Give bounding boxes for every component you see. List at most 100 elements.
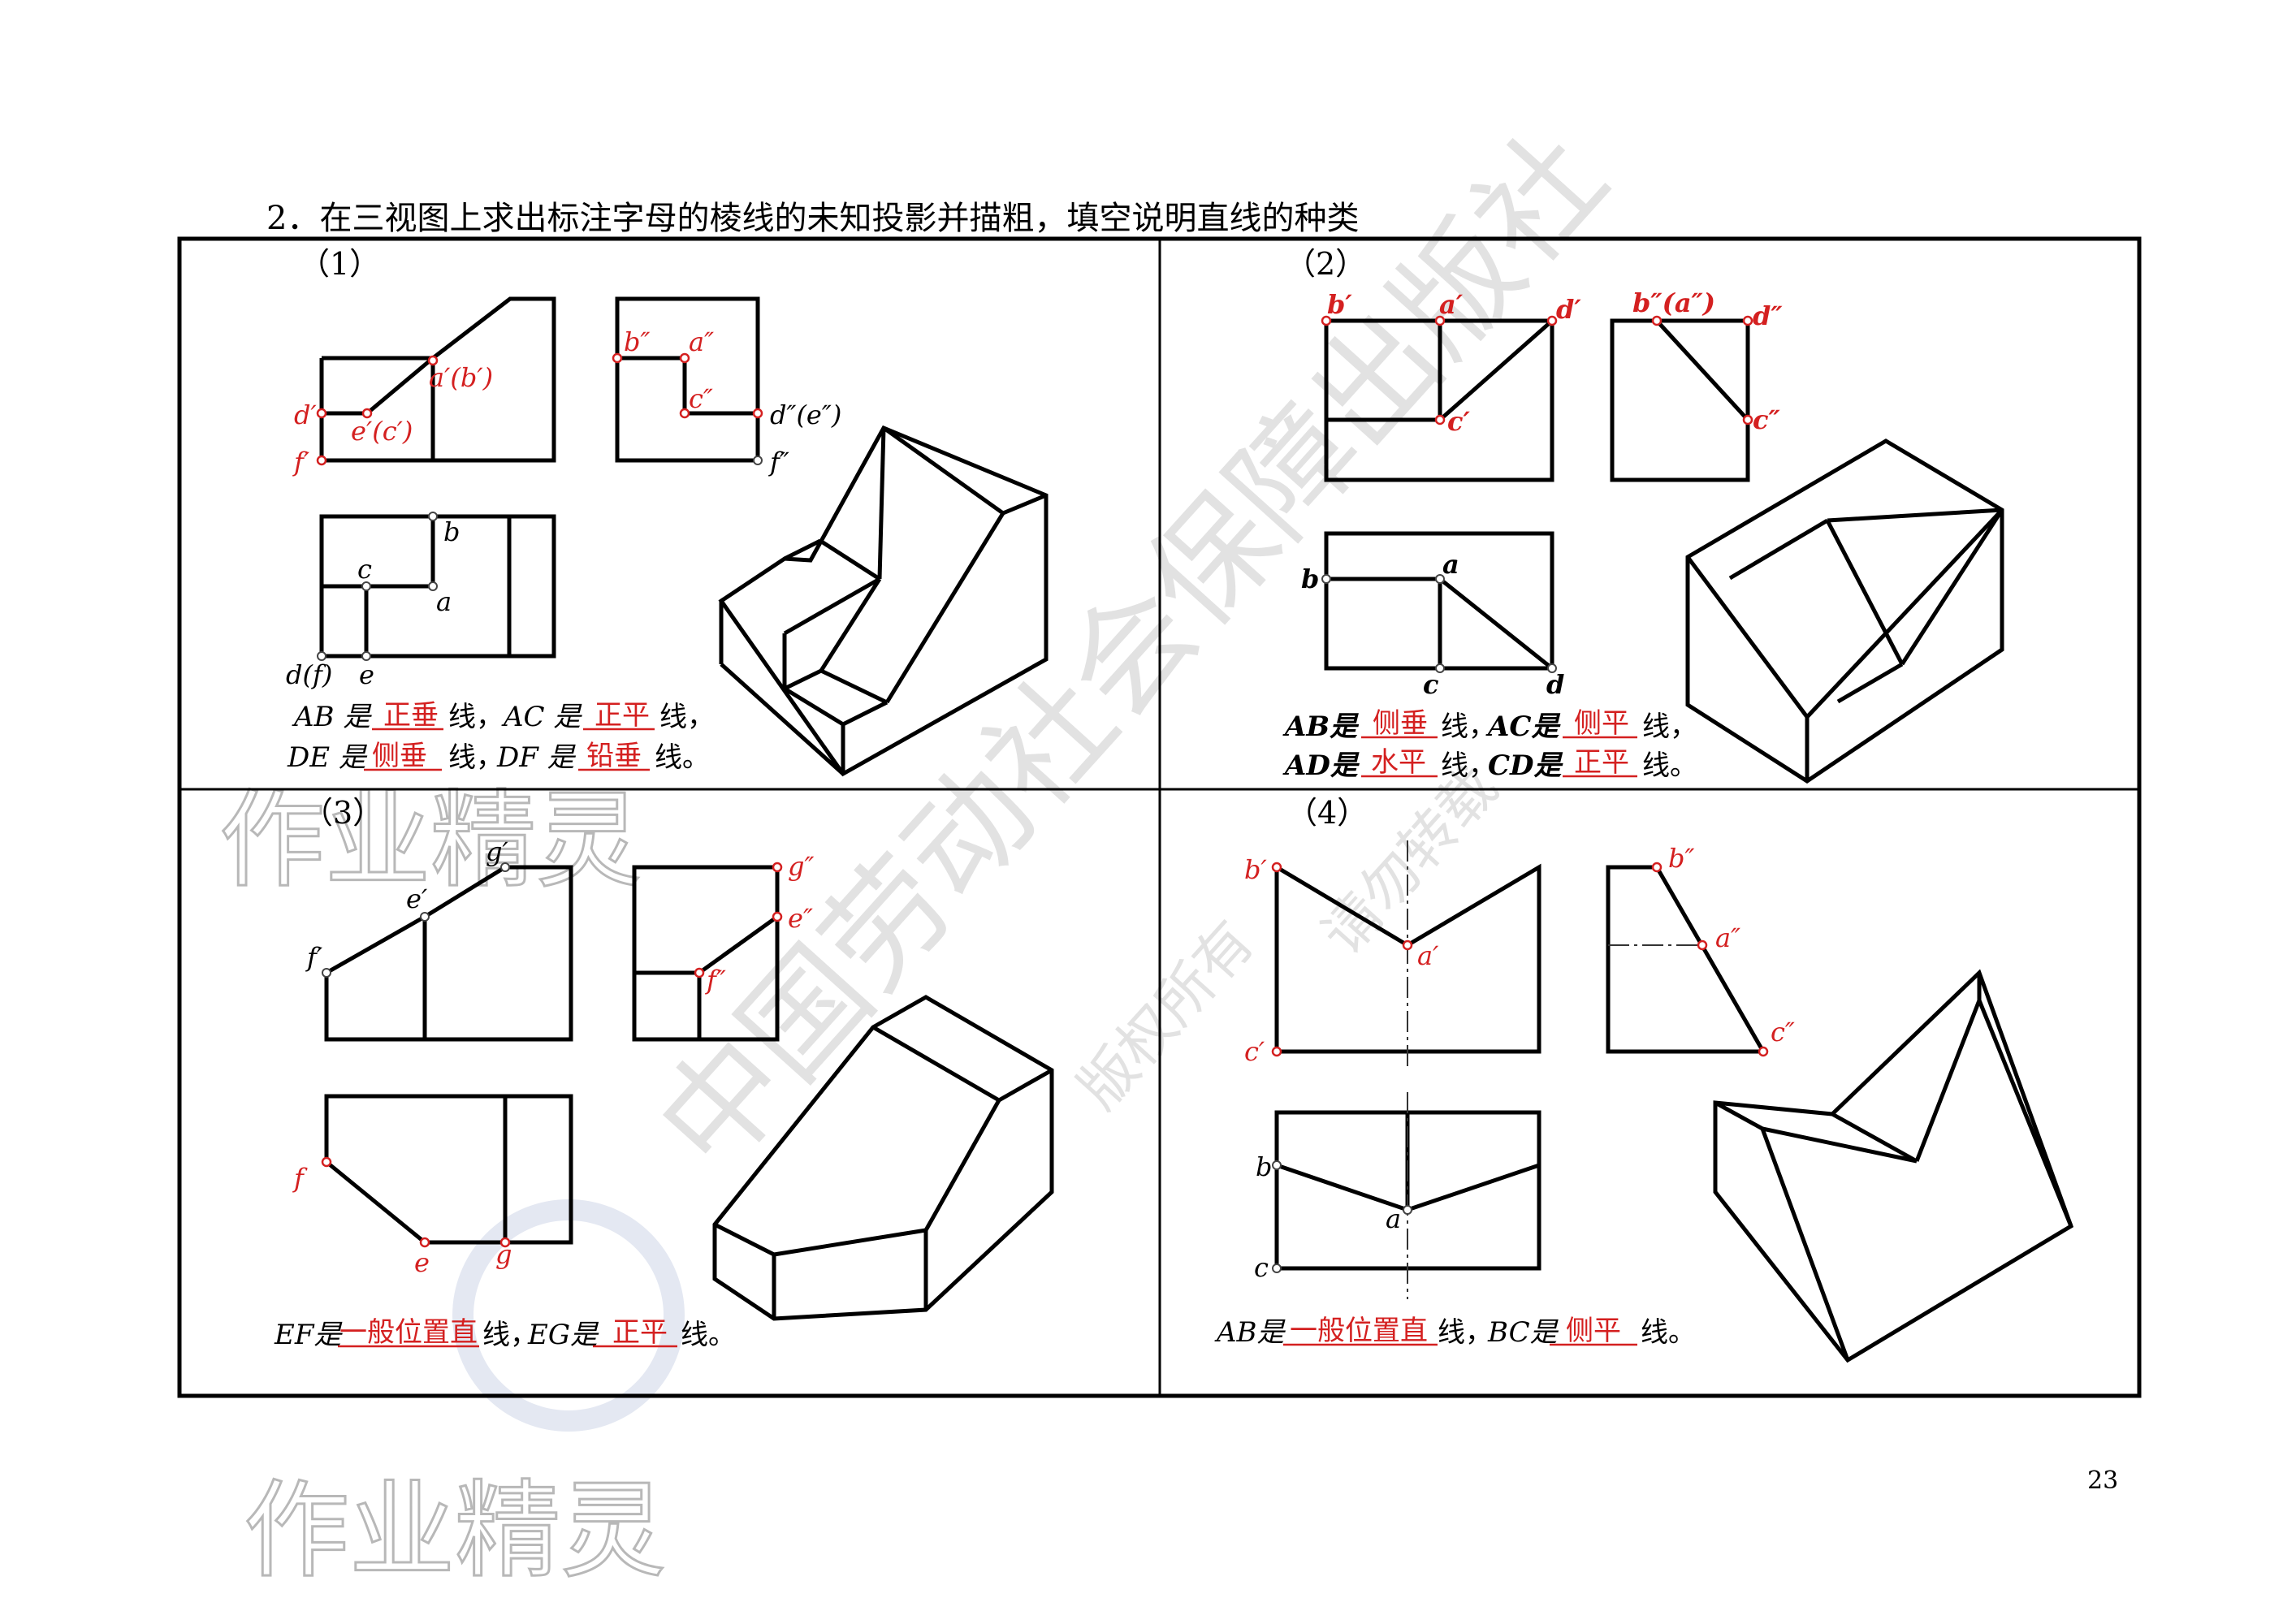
p1-label-f-side: f″: [768, 447, 789, 477]
p4-isometric-view: [1713, 969, 2074, 1363]
p1-isometric-view: [718, 425, 1049, 777]
p1-label-b-top: b: [443, 516, 460, 547]
p2-ans2-value: 水平: [1371, 746, 1426, 779]
p4-label-b-top: b: [1256, 1151, 1272, 1182]
p4-ans0-post: 线，: [1438, 1316, 1493, 1349]
p1-ans1-post: 线，: [659, 701, 715, 733]
p2-label-a-front: a′: [1439, 289, 1464, 320]
p2-ans2-post: 线，: [1441, 749, 1496, 782]
p4-ans0-pre: AB是: [1214, 1316, 1286, 1349]
panel-1: （1） a′(b′) d′ e′(c′) f′ b″ a″: [286, 246, 1049, 777]
p2-label-b-top: b: [1301, 564, 1319, 594]
p2-top-view: b a c d: [1301, 531, 1564, 700]
p4-ans1-post: 线。: [1641, 1316, 1696, 1349]
p2-isometric-view: [1685, 438, 2004, 784]
p3-label-f-side: f″: [705, 965, 726, 996]
p1-label-a-top: a: [436, 586, 452, 617]
p4-front-view: b′ a′ c′: [1244, 840, 1541, 1068]
p1-label-e-top: e: [359, 659, 374, 690]
p2-label-d-front: d′: [1556, 294, 1581, 325]
p2-label-c-front: c′: [1447, 406, 1470, 437]
p3-label-e-top: e: [414, 1247, 430, 1278]
watermark-layer: 作业精灵 作业精灵 中国劳动社会保障出版社 版权所有 请勿转载: [218, 106, 1633, 1593]
p4-label-c-side: c″: [1771, 1017, 1795, 1047]
p1-label-a-side: a″: [689, 326, 714, 357]
p2-label-d-side: d″: [1753, 300, 1783, 331]
p4-top-view: b a c: [1254, 1092, 1541, 1299]
p1-ans3-post: 线。: [655, 741, 710, 774]
p1-ans0-value: 正垂: [383, 699, 439, 732]
p1-ans2-value: 侧垂: [372, 740, 427, 772]
p3-isometric-view: [712, 995, 1054, 1321]
p3-label-g-side: g″: [788, 851, 814, 882]
p2-side-view: b″(a″) d″ c″: [1610, 287, 1783, 482]
p1-ans0-pre: AB 是: [292, 701, 372, 733]
p2-label-c-top: c: [1423, 669, 1438, 700]
p4-label-c-front: c′: [1244, 1036, 1265, 1067]
p2-label-b-front: b′: [1327, 289, 1352, 320]
p1-ans0-post: 线，: [448, 701, 504, 733]
p1-ans2-pre: DE 是: [287, 741, 368, 774]
watermark-logo: [452, 1199, 685, 1432]
watermark-rights: 版权所有: [1066, 908, 1267, 1121]
p2-label-d-top: d: [1546, 669, 1564, 700]
p3-label-g-top: g: [495, 1239, 512, 1270]
watermark-noreprint: 请勿转载: [1309, 754, 1511, 967]
panel-2-number: （2）: [1285, 246, 1366, 282]
exercise-heading: 2．在三视图上求出标注字母的棱线的未知投影并描粗，填空说明直线的种类: [266, 200, 1360, 237]
p2-ans1-value: 侧平: [1574, 707, 1629, 740]
p4-answers: AB是 一般位置直 线， BC是 侧平 线。: [1214, 1315, 1696, 1349]
panel-1-number: （1）: [299, 246, 380, 282]
p1-ans3-value: 铅垂: [586, 740, 642, 772]
p4-label-a-top: a: [1386, 1203, 1401, 1234]
p4-ans1-value: 侧平: [1566, 1315, 1621, 1347]
p3-ans1-post: 线。: [681, 1319, 736, 1351]
watermark-brand-bottom: 作业精灵: [244, 1469, 666, 1592]
p3-ans0-pre: EF是: [274, 1319, 343, 1351]
panel-4: （4） b′ a′ c′ b″ a″ c″: [1214, 795, 2074, 1363]
p3-ans0-value: 一般位置直: [339, 1316, 478, 1349]
panel-3: （3） g′ e′ f′ g″ e″ f″: [274, 795, 1054, 1351]
p1-front-view: a′(b′) d′ e′(c′) f′: [292, 296, 556, 477]
p1-label-df-top: d(f): [286, 659, 332, 690]
panel-2: （2） b′ a′ d′ c′ b″(a″) d″ c″: [1282, 246, 2004, 784]
p3-answers: EF是 一般位置直 线， EG是 正平 线。: [274, 1316, 736, 1351]
p1-ans1-value: 正平: [595, 699, 650, 732]
p2-answers: AB是 侧垂 线， AC是 侧平 线， AD是 水平 线， CD是 正平 线。: [1282, 707, 1697, 782]
p4-label-b-front: b′: [1244, 854, 1267, 885]
p2-ans0-post: 线，: [1441, 710, 1496, 743]
p1-ans1-pre: AC 是: [501, 701, 582, 733]
p2-label-a-top: a: [1442, 549, 1459, 580]
p1-side-view: b″ a″ c″ d″(e″) f″: [612, 296, 841, 477]
p2-label-ba-side: b″(a″): [1632, 287, 1715, 318]
p4-label-a-front: a′: [1417, 940, 1439, 971]
p2-ans3-pre: CD是: [1488, 749, 1564, 782]
p1-label-ab-front: a′(b′): [429, 362, 493, 393]
p2-ans3-value: 正平: [1574, 746, 1629, 779]
p1-answers: AB 是 正垂 线， AC 是 正平 线， DE 是 侧垂 线， DF 是 铅垂…: [287, 699, 715, 774]
p1-label-de-side: d″(e″): [770, 400, 841, 430]
p2-ans0-value: 侧垂: [1373, 707, 1428, 740]
p3-label-f-top: f: [292, 1163, 308, 1194]
p3-side-view: g″ e″ f″: [632, 851, 814, 1042]
p1-label-f-front: f′: [292, 447, 310, 477]
p3-top-view: f e g: [292, 1094, 573, 1278]
p1-label-ec-front: e′(c′): [351, 416, 413, 447]
p4-label-a-side: a″: [1715, 922, 1740, 953]
p3-ans0-post: 线，: [482, 1319, 538, 1351]
p3-ans1-value: 正平: [612, 1316, 668, 1349]
p1-ans2-post: 线，: [448, 741, 504, 774]
p1-label-c-side: c″: [689, 383, 713, 414]
p1-label-c-top: c: [357, 554, 372, 585]
p2-ans0-pre: AB是: [1282, 710, 1360, 743]
p3-label-f-front: f′: [305, 942, 323, 973]
p4-ans0-value: 一般位置直: [1290, 1315, 1428, 1347]
p1-label-b-side: b″: [624, 326, 650, 357]
frame: [177, 236, 2142, 1398]
p2-ans1-pre: AC是: [1485, 710, 1561, 743]
p3-front-view: g′ e′ f′: [305, 836, 573, 1042]
p1-top-view: b c a d(f) e: [286, 512, 556, 690]
panel-3-number: （3）: [302, 795, 383, 831]
p3-label-g-front: g′: [486, 836, 508, 867]
